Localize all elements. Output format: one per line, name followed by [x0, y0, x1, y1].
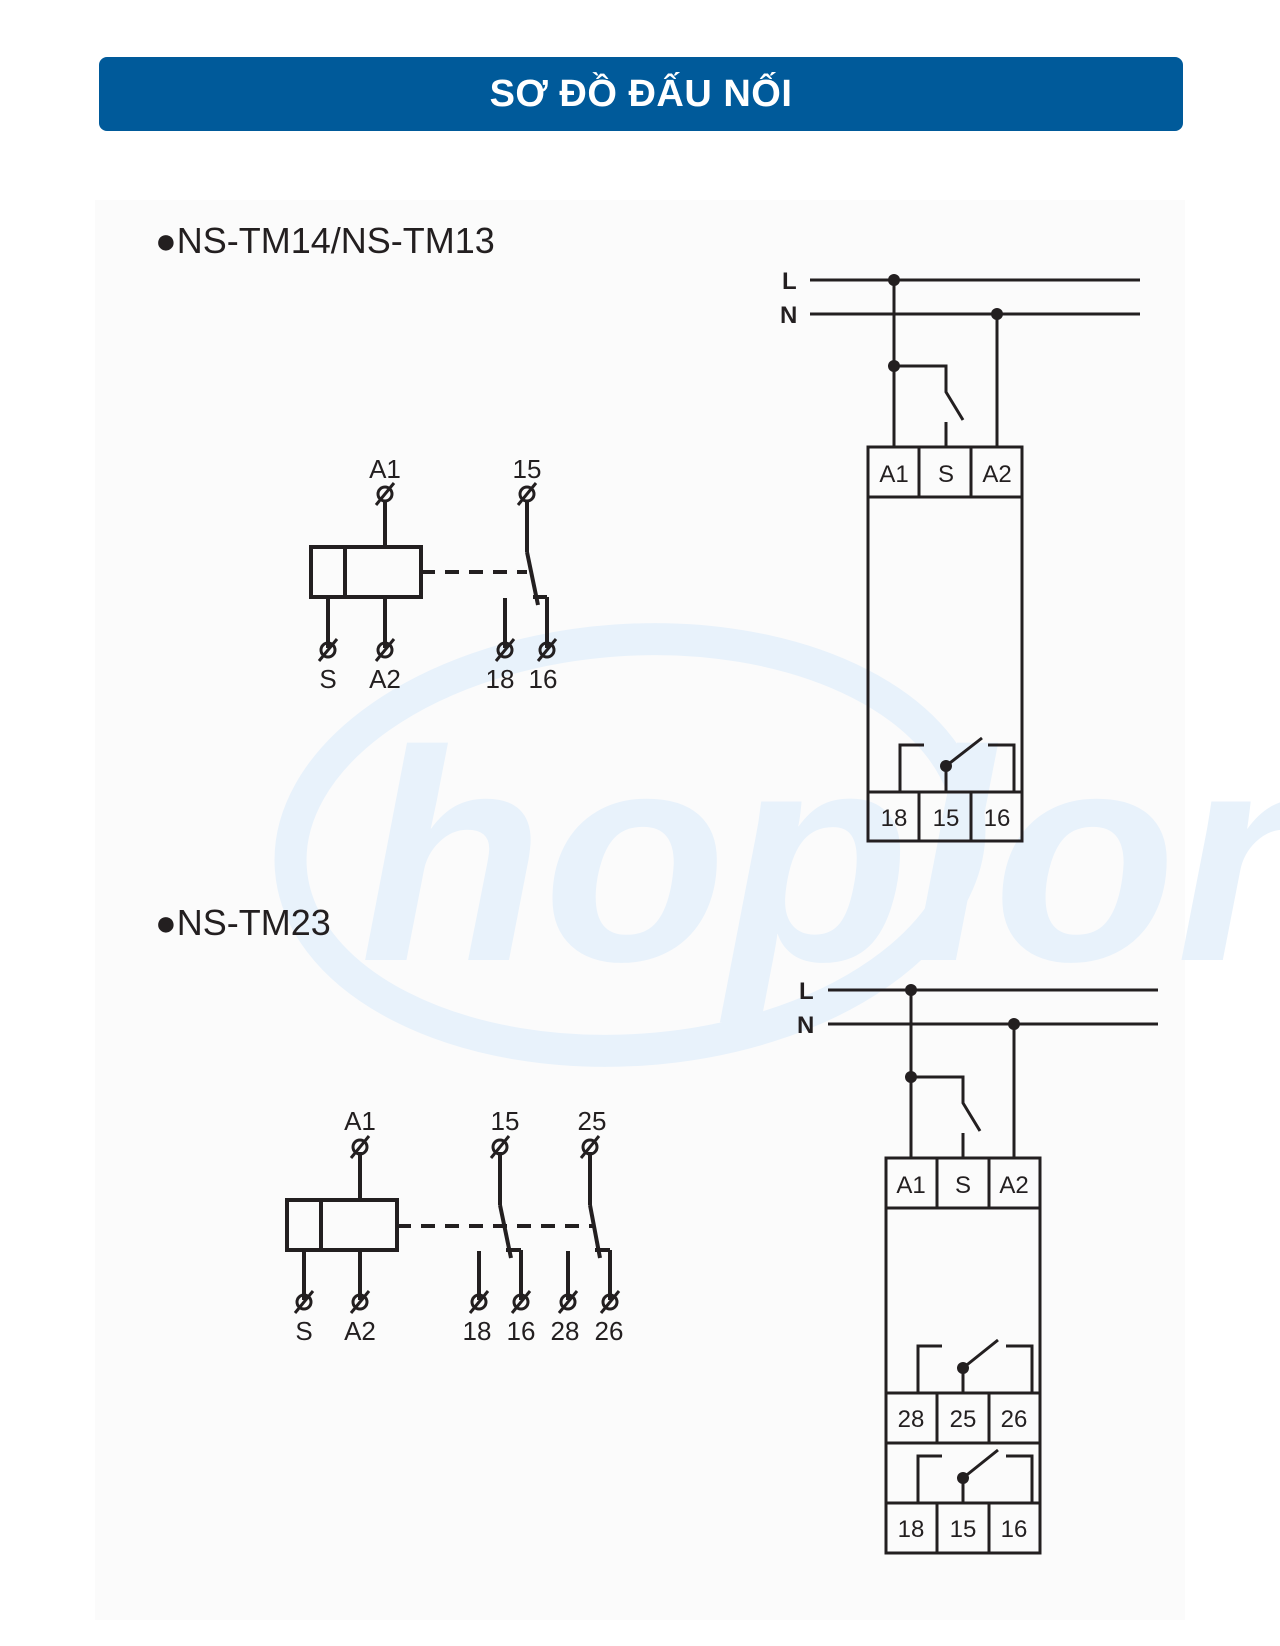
terminal-label: A1: [879, 461, 908, 488]
terminal-label: 26: [595, 1316, 624, 1346]
terminal-label: A1: [896, 1172, 925, 1199]
screw-terminals-2: [293, 1135, 621, 1314]
terminal-label: 18: [486, 664, 515, 694]
terminal-label: 18: [881, 805, 908, 832]
terminal-label: 16: [1001, 1516, 1028, 1543]
section-banner: SƠ ĐỒ ĐẤU NỐI: [99, 57, 1183, 131]
terminal-label: S: [938, 461, 954, 488]
terminal-label: 16: [984, 805, 1011, 832]
diagram-panel: [95, 200, 1185, 1620]
terminal-label: 25: [950, 1406, 977, 1433]
line-label-N: N: [797, 1012, 814, 1039]
terminal-label: 16: [507, 1316, 536, 1346]
terminal-label: S: [319, 664, 336, 694]
terminal-label: A2: [344, 1316, 376, 1346]
terminal-label: 18: [898, 1516, 925, 1543]
watermark-logo: hoplong: [274, 623, 1280, 1067]
terminal-label: A1: [369, 454, 401, 484]
terminal-label: 28: [551, 1316, 580, 1346]
terminal-label: 15: [933, 805, 960, 832]
terminal-label: A2: [982, 461, 1011, 488]
terminal-label: S: [955, 1172, 971, 1199]
terminal-label: A2: [369, 664, 401, 694]
screw-terminals-1: [317, 482, 558, 662]
terminal-label: 26: [1001, 1406, 1028, 1433]
section-title-tm14-tm13: ●NS-TM14/NS-TM13: [155, 220, 495, 261]
terminal-label: A2: [999, 1172, 1028, 1199]
section-title-tm23: ●NS-TM23: [155, 902, 331, 943]
terminal-label: A1: [344, 1106, 376, 1136]
terminal-label: 25: [578, 1106, 607, 1136]
terminal-label: 15: [513, 454, 542, 484]
terminal-label: S: [295, 1316, 312, 1346]
terminal-label: 28: [898, 1406, 925, 1433]
terminal-label: 15: [491, 1106, 520, 1136]
line-label-L: L: [799, 978, 814, 1005]
line-label-N: N: [780, 302, 797, 329]
terminal-label: 18: [463, 1316, 492, 1346]
terminal-label: 15: [950, 1516, 977, 1543]
line-label-L: L: [782, 268, 797, 295]
terminal-label: 16: [529, 664, 558, 694]
watermark-text: hoplong: [360, 688, 1280, 1026]
banner-title: SƠ ĐỒ ĐẤU NỐI: [489, 72, 793, 115]
